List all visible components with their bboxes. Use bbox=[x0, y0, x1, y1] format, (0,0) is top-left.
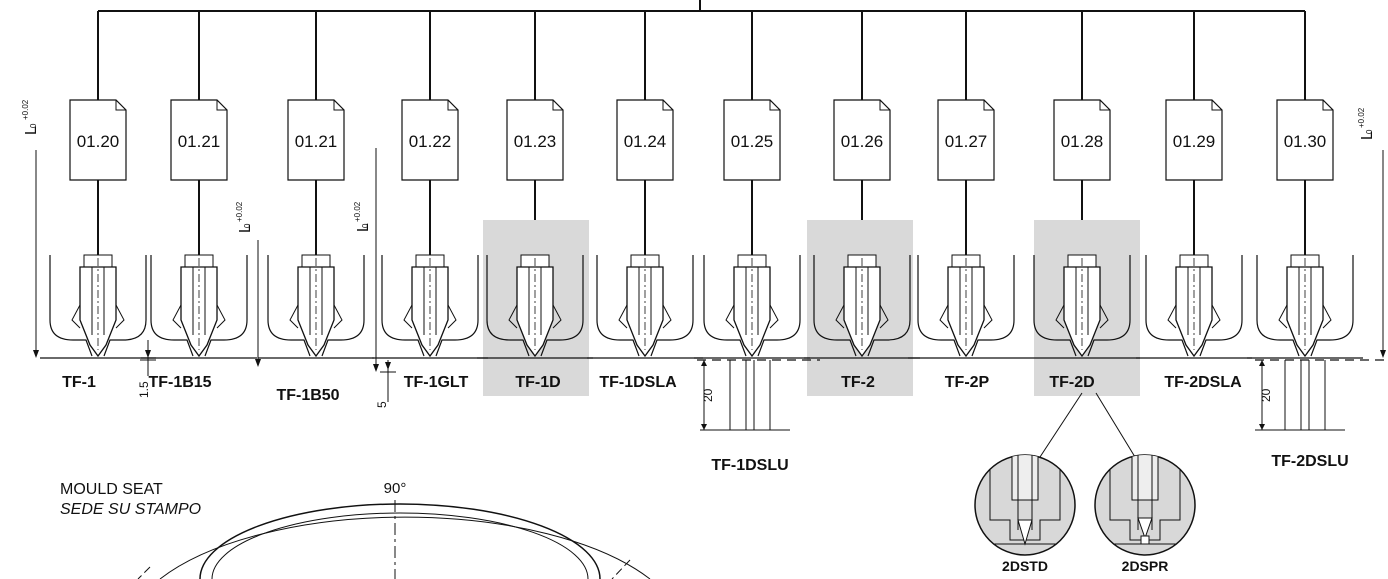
model-label: TF-2DSLA bbox=[1164, 374, 1242, 391]
document-number: 01.26 bbox=[841, 132, 884, 151]
document-icon[interactable]: 01.22 bbox=[401, 99, 459, 181]
detail-callouts: 2DSTD 2DSPR bbox=[974, 392, 1196, 574]
model-label: TF-2D bbox=[1049, 374, 1094, 391]
nozzle-drawings bbox=[40, 254, 1363, 359]
length-symbol: L bbox=[1359, 131, 1376, 140]
dimension-value: 20 bbox=[1259, 388, 1273, 402]
mould-seat-subtitle: SEDE SU STAMPO bbox=[60, 501, 201, 518]
dimension-value: 1.5 bbox=[137, 381, 151, 398]
dimension-value: 5 bbox=[375, 401, 389, 408]
document-icon[interactable]: 01.29 bbox=[1165, 99, 1223, 181]
document-number: 01.28 bbox=[1061, 132, 1104, 151]
document-number: 01.27 bbox=[945, 132, 988, 151]
document-number: 01.20 bbox=[77, 132, 120, 151]
document-icon[interactable]: 01.28 bbox=[1053, 99, 1111, 181]
tolerance-upper: +0.02 bbox=[353, 201, 362, 222]
document-icon[interactable]: 01.27 bbox=[937, 99, 995, 181]
nozzle-drawing bbox=[40, 254, 156, 359]
dimension-value: 20 bbox=[701, 388, 715, 402]
document-number: 01.21 bbox=[178, 132, 221, 151]
nozzle-drawing bbox=[804, 254, 920, 359]
tolerance-lower: 0 bbox=[29, 123, 38, 128]
tolerance-upper: +0.02 bbox=[21, 99, 30, 120]
extension-tube-tf-2dslu bbox=[1255, 360, 1345, 431]
nozzle-drawing bbox=[1024, 254, 1140, 359]
length-dimension-left: L +0.02 0 bbox=[21, 99, 40, 358]
document-icon[interactable]: 01.25 bbox=[723, 99, 781, 181]
highlight-boxes bbox=[483, 220, 1140, 396]
detail-label: 2DSTD bbox=[1002, 558, 1048, 574]
document-number: 01.22 bbox=[409, 132, 452, 151]
length-symbol: L bbox=[23, 126, 40, 135]
dimension-20-right: 20 bbox=[1259, 360, 1273, 430]
model-label: TF-1 bbox=[62, 374, 96, 391]
tolerance-upper: +0.02 bbox=[1357, 107, 1366, 128]
tolerance-lower: 0 bbox=[1365, 129, 1374, 134]
tolerance-lower: 0 bbox=[243, 223, 252, 228]
dimension-1-5: 1.5 bbox=[137, 340, 156, 398]
detail-label: 2DSPR bbox=[1122, 558, 1169, 574]
document-icon[interactable]: 01.21 bbox=[170, 99, 228, 181]
nozzle-drawing bbox=[477, 254, 593, 359]
document-icon[interactable]: 01.21 bbox=[287, 99, 345, 181]
document-icon[interactable]: 01.20 bbox=[69, 99, 127, 181]
length-symbol: L bbox=[237, 224, 254, 233]
document-number: 01.23 bbox=[514, 132, 557, 151]
model-label: TF-1DSLA bbox=[599, 374, 677, 391]
tree-trunk bbox=[98, 0, 1305, 12]
document-number: 01.21 bbox=[295, 132, 338, 151]
model-label: TF-1GLT bbox=[404, 374, 469, 391]
nozzle-drawing bbox=[372, 254, 488, 359]
document-icons: 01.20 01.21 01.21 01.22 01.23 01.24 01.25 01.26… bbox=[69, 99, 1334, 181]
mould-seat: MOULD SEAT SEDE SU STAMPO 90° bbox=[60, 480, 651, 579]
model-label: TF-1D bbox=[515, 374, 560, 391]
angle-label: 90° bbox=[384, 480, 407, 497]
model-label: TF-2DSLU bbox=[1271, 453, 1348, 470]
document-icon[interactable]: 01.30 bbox=[1276, 99, 1334, 181]
nozzle-drawing bbox=[694, 254, 810, 359]
document-icon[interactable]: 01.26 bbox=[833, 99, 891, 181]
nozzle-drawing bbox=[908, 254, 1024, 359]
length-dimension-b15: L +0.02 0 bbox=[235, 201, 261, 367]
model-label: TF-2P bbox=[945, 374, 990, 391]
detail-2dstd: 2DSTD bbox=[974, 454, 1076, 574]
detail-2dspr: 2DSPR bbox=[1094, 454, 1196, 574]
nozzle-drawing bbox=[587, 254, 703, 359]
tree-branches bbox=[97, 11, 1306, 255]
model-label: TF-1B50 bbox=[276, 387, 339, 404]
document-number: 01.30 bbox=[1284, 132, 1327, 151]
tolerance-upper: +0.02 bbox=[235, 201, 244, 222]
dimension-20-left: 20 bbox=[701, 360, 715, 430]
nozzle-drawing bbox=[1247, 254, 1363, 359]
model-label: TF-2 bbox=[841, 374, 875, 391]
document-number: 01.29 bbox=[1173, 132, 1216, 151]
model-label: TF-1B15 bbox=[148, 374, 211, 391]
length-dimension-b50: L +0.02 0 bbox=[353, 148, 379, 372]
document-number: 01.25 bbox=[731, 132, 774, 151]
document-number: 01.24 bbox=[624, 132, 667, 151]
tolerance-lower: 0 bbox=[361, 223, 370, 228]
dimension-5: 5 bbox=[375, 360, 396, 408]
length-symbol: L bbox=[355, 223, 372, 232]
nozzle-drawing bbox=[141, 254, 257, 359]
nozzle-drawing bbox=[258, 254, 374, 359]
mould-seat-title: MOULD SEAT bbox=[60, 481, 163, 498]
model-label: TF-1DSLU bbox=[711, 457, 788, 474]
document-icon[interactable]: 01.23 bbox=[506, 99, 564, 181]
extension-tube-tf-1dslu bbox=[700, 360, 790, 431]
nozzle-drawing bbox=[1136, 254, 1252, 359]
length-dimension-right: L +0.02 0 bbox=[1357, 107, 1386, 358]
document-icon[interactable]: 01.24 bbox=[616, 99, 674, 181]
